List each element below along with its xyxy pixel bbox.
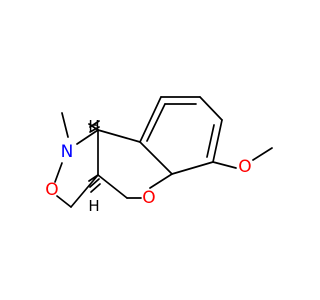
isoxazolidine-oxygen-label: O <box>45 180 58 200</box>
stereo-h-top-label: H <box>88 117 99 135</box>
bond-aromatic-5 <box>139 141 173 175</box>
hash-bond-top <box>88 120 100 133</box>
pyran-ring <box>97 129 173 199</box>
nitrogen-atom-label: N <box>61 142 74 162</box>
bond-aromatic-4 <box>171 161 214 175</box>
isoxazolidine-ring <box>54 129 99 208</box>
bond-aromatic-2 <box>199 96 223 121</box>
double-bond-inner-right <box>206 124 215 158</box>
bond-c9b-to-n <box>76 129 99 145</box>
bond-n-methyl <box>61 112 69 138</box>
bond-methoxy-o-to-methyl <box>252 147 273 161</box>
bond-o-to-ch2 <box>56 195 72 208</box>
methoxy-oxygen-label: O <box>238 157 251 177</box>
bond-aromatic-3 <box>212 119 223 163</box>
molecule-structure-diagram: H H N O O O <box>45 96 273 215</box>
bond-n-to-o <box>54 162 63 183</box>
pyran-oxygen-label: O <box>142 188 155 208</box>
double-bond-inner-left <box>146 103 166 142</box>
bond-o-to-ar <box>149 173 173 189</box>
bond-ar-to-methoxy-o <box>212 161 237 169</box>
stereo-h-bottom-label: H <box>88 197 99 215</box>
bond-c3a-to-ch2 <box>97 174 128 199</box>
benzene-ring <box>139 96 223 175</box>
bond-ar-to-c9b <box>97 129 141 143</box>
bond-aromatic-6 <box>139 96 162 143</box>
hash-bond-bottom <box>88 174 101 193</box>
bond-ch2-to-c3a <box>70 174 99 208</box>
